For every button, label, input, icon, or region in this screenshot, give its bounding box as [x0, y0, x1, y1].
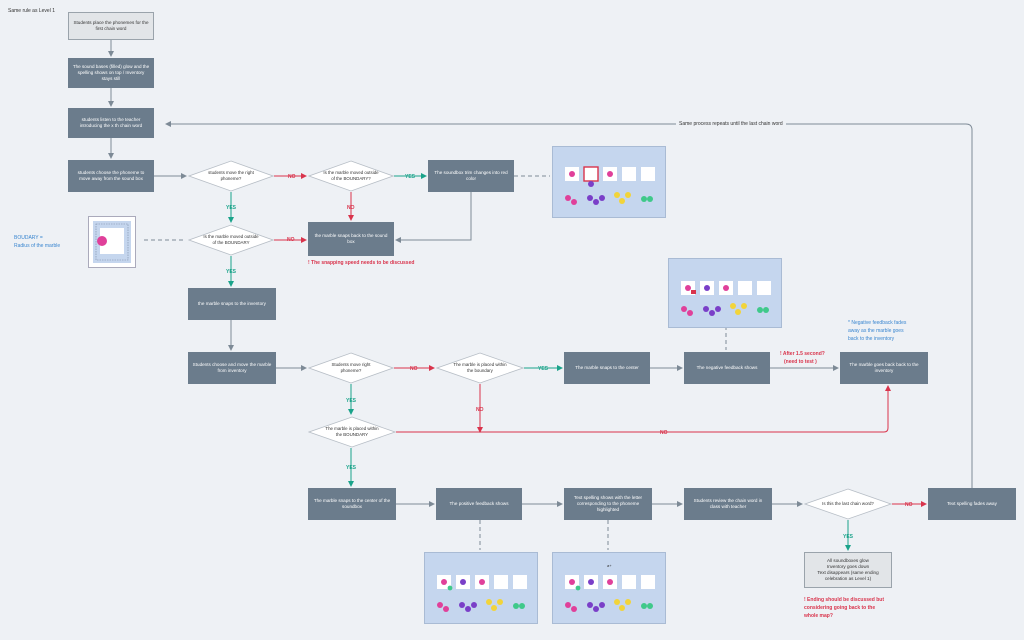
node-review: Students review the chain word in class …: [684, 488, 772, 520]
note-negative-fade-2: away as the marble goes: [848, 328, 904, 334]
note-ending-1: ! Ending should be discussed but: [804, 597, 885, 603]
node-goes-back: The marble goes back back to the invento…: [840, 352, 928, 384]
node-positive-feedback: The positive feedback shows: [436, 488, 522, 520]
label-yes-6: YES: [346, 465, 357, 471]
node-snap-center: The marble snaps to the center: [564, 352, 650, 384]
node-snap-inventory: the marble snaps to the inventory: [188, 288, 276, 320]
node-snap-center-soundbox: The marble snaps to the center of the so…: [308, 488, 396, 520]
node-text-spelling: Text spelling shows with the letter corr…: [564, 488, 652, 520]
connector-10: [395, 192, 472, 243]
mockup-spelling-text: a+: [607, 563, 612, 568]
label-yes-1: YES: [405, 174, 416, 180]
mockup-card-negative: [668, 258, 782, 328]
label-no-6: NO: [660, 430, 668, 436]
decision-outside-boundary-2: Is the marble moved outside of the BOUND…: [188, 224, 274, 256]
node-trim-red: The soundbox trim changes into red color: [428, 160, 514, 192]
note-boundary-def-2: Radius of the marble: [14, 243, 61, 249]
top-left-note: Same rule as Level 1: [8, 8, 55, 14]
label-no-2: NO: [347, 205, 355, 211]
label-yes-3: YES: [226, 269, 237, 275]
mockup-card-spelling: a+: [552, 552, 666, 624]
decision-within-boundary-1: The marble is placed within the boundary: [436, 352, 524, 384]
note-after-1: ! After 1.5 second?: [780, 351, 825, 357]
label-yes-7: YES: [843, 534, 854, 540]
node-listen: students listen to the teacher introduci…: [68, 108, 154, 138]
mockup-spelling-drawing: a+: [565, 563, 655, 612]
decision-within-boundary-2: The marble is placed within the BOUNDARY: [308, 416, 396, 448]
node-glow: The sound bases (filled) glow and the sp…: [68, 58, 154, 88]
note-negative-fade-3: back to the inventory: [848, 336, 895, 342]
connector-28: [165, 121, 973, 488]
note-ending-2: considering going back to the: [804, 605, 876, 611]
node-snap-back: the marble snaps back to the sound box: [308, 222, 394, 256]
label-yes-4: YES: [538, 366, 549, 372]
mockup-card-red-trim: [552, 146, 666, 218]
label-no-5: NO: [476, 407, 484, 413]
node-choose-inventory: Students choose and move the marble from…: [188, 352, 276, 384]
node-ending: All soundboxes glow Inventory goes down …: [804, 552, 892, 588]
note-snapping-speed: ! The snapping speed needs to be discuss…: [308, 260, 415, 266]
label-no-3: NO: [287, 237, 295, 243]
decision-right-phoneme-1: students move the right phoneme?: [188, 160, 274, 192]
note-after-2: (need to test ): [784, 359, 817, 365]
decision-right-phoneme-2: Students move right phoneme?: [308, 352, 394, 384]
note-repeat: Same process repeats until the last chai…: [676, 121, 786, 127]
note-boundary-def-1: BOUDARY =: [14, 235, 43, 241]
decision-outside-boundary-1: Is the marble moved outside of the BOUND…: [308, 160, 394, 192]
label-no-4: NO: [410, 366, 418, 372]
label-yes-5: YES: [346, 398, 357, 404]
mockup-positive-drawing: [437, 575, 527, 612]
note-negative-fade-1: * Negative feedback fades: [848, 320, 907, 326]
node-choose-phoneme: students choose the phoneme to move away…: [68, 160, 154, 192]
node-spelling-fades: Text spelling fades away: [928, 488, 1016, 520]
label-yes-2: YES: [226, 205, 237, 211]
node-start: Students place the phonemes for the firs…: [68, 12, 154, 40]
boundary-illustration: [88, 216, 136, 268]
label-no-1: NO: [288, 174, 296, 180]
mockup-negative-drawing: [681, 281, 771, 316]
decision-last-chain-word: Is this the last chain word?: [804, 488, 892, 520]
node-negative-feedback: The negative feedback shows: [684, 352, 770, 384]
connector-20: [396, 385, 891, 433]
label-no-7: NO: [905, 502, 913, 508]
note-ending-3: whole map?: [804, 613, 833, 619]
mockup-red-trim-drawing: [565, 166, 655, 205]
mockup-card-positive: [424, 552, 538, 624]
